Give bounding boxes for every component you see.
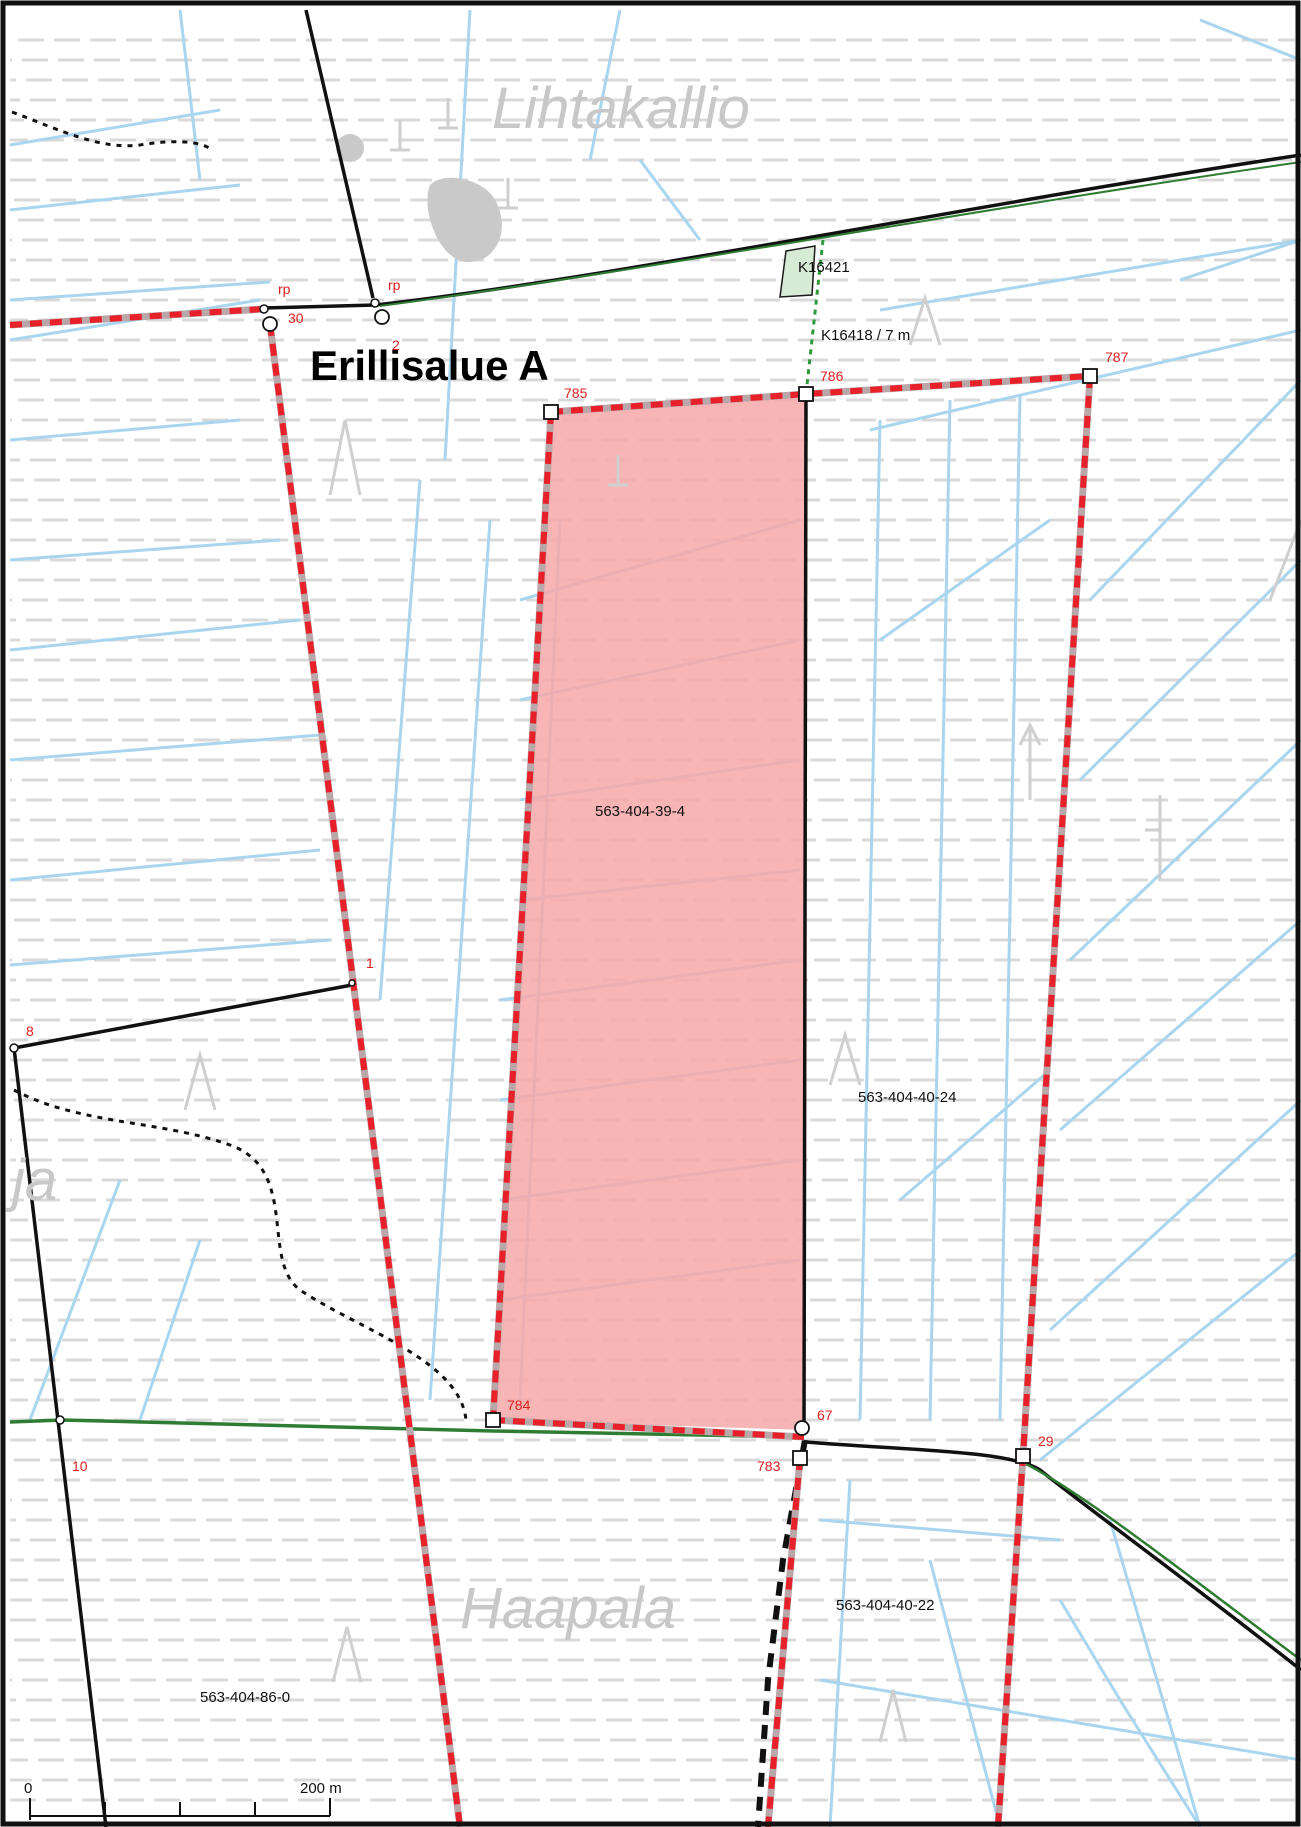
ditch bbox=[9, 618, 301, 652]
ditch bbox=[1108, 1519, 1202, 1827]
ditch bbox=[1059, 918, 1301, 1132]
place-name-lihtakallio: Lihtakallio bbox=[492, 76, 750, 141]
marker-787 bbox=[1082, 368, 1098, 384]
easement-box-label: K16421 bbox=[798, 259, 850, 276]
marker-8 bbox=[9, 1043, 19, 1053]
point-number-2: 2 bbox=[392, 337, 400, 353]
cadastral-lines bbox=[12, 9, 1301, 1827]
point-number-787: 787 bbox=[1105, 349, 1129, 365]
marker-784 bbox=[485, 1412, 501, 1428]
footpaths bbox=[11, 110, 468, 1421]
ditch bbox=[588, 9, 622, 161]
ditch bbox=[9, 848, 321, 882]
ditch bbox=[819, 1678, 1301, 1762]
ditch bbox=[998, 394, 1022, 1421]
scale-bar-start: 0 bbox=[24, 1780, 32, 1797]
marker-67 bbox=[794, 1420, 810, 1436]
point-number-30: 30 bbox=[288, 310, 304, 326]
parcel-label-southwest: 563-404-86-0 bbox=[200, 1689, 290, 1706]
marker-rp-right bbox=[370, 298, 380, 308]
scale-bar bbox=[29, 1798, 331, 1820]
marker-1 bbox=[348, 979, 356, 987]
ditch bbox=[28, 1179, 122, 1421]
ditch bbox=[9, 183, 241, 212]
ditch bbox=[1088, 378, 1301, 602]
ditch bbox=[858, 419, 882, 1421]
boundary-red bbox=[492, 1417, 805, 1440]
marsh-hatching bbox=[10, 38, 1295, 1802]
ditch bbox=[9, 938, 331, 967]
ditch bbox=[928, 1559, 1002, 1827]
point-number-29: 29 bbox=[1038, 1433, 1054, 1449]
ditch bbox=[9, 108, 221, 147]
point-number-783: 783 bbox=[757, 1458, 781, 1474]
map-symbols bbox=[183, 98, 1301, 1743]
ditch bbox=[9, 418, 241, 442]
marker-29 bbox=[1015, 1448, 1031, 1464]
ditch bbox=[9, 538, 281, 562]
ditch bbox=[178, 9, 202, 181]
place-name-fragment: ja bbox=[5, 1148, 57, 1213]
point-number-784: 784 bbox=[507, 1397, 531, 1413]
ditch bbox=[9, 280, 271, 302]
ditch bbox=[928, 399, 952, 1421]
boundary-red bbox=[267, 323, 463, 1827]
ditch bbox=[1068, 738, 1301, 962]
boundary-red bbox=[550, 373, 1091, 415]
marker-783 bbox=[792, 1450, 808, 1466]
rock-outcrop bbox=[336, 134, 502, 262]
ditch bbox=[879, 238, 1301, 312]
easement-line-label: K16418 / 7 m bbox=[821, 327, 910, 344]
marker-rp-left bbox=[259, 304, 269, 314]
point-number-rp-right: rp bbox=[388, 277, 401, 293]
ditch bbox=[1039, 1248, 1301, 1462]
boundary-markers[interactable] bbox=[9, 298, 1098, 1466]
marker-2 bbox=[374, 309, 390, 325]
ditch bbox=[1078, 558, 1301, 782]
boundary-red bbox=[9, 306, 265, 328]
ditch bbox=[879, 518, 1051, 642]
ditch bbox=[1179, 238, 1301, 282]
ditch bbox=[1058, 1599, 1202, 1827]
marker-785 bbox=[543, 404, 559, 420]
point-number-10: 10 bbox=[72, 1458, 88, 1474]
parcel-label-southeast: 563-404-40-22 bbox=[836, 1597, 934, 1614]
ditch bbox=[378, 479, 422, 1001]
marker-10 bbox=[55, 1415, 65, 1425]
parcel-label-highlight: 563-404-39-4 bbox=[595, 803, 685, 820]
ditch bbox=[428, 519, 492, 1401]
point-number-785: 785 bbox=[564, 385, 588, 401]
easement-box[interactable] bbox=[779, 245, 816, 298]
ditch bbox=[9, 733, 321, 762]
ditch bbox=[138, 1239, 202, 1421]
ditch bbox=[899, 1068, 1051, 1202]
ditch bbox=[828, 1479, 852, 1827]
point-number-8: 8 bbox=[26, 1023, 34, 1039]
boundary-red bbox=[765, 1457, 803, 1827]
map-title: Erillisalue A bbox=[310, 342, 549, 389]
highlight-parcel-area[interactable] bbox=[493, 394, 806, 1430]
place-name-haapala: Haapala bbox=[460, 1576, 676, 1641]
ditch bbox=[1048, 1098, 1301, 1332]
point-number-786: 786 bbox=[820, 368, 844, 384]
point-number-1: 1 bbox=[366, 955, 374, 971]
marker-30 bbox=[262, 316, 278, 332]
point-number-rp-left: rp bbox=[278, 281, 291, 297]
parcel-label-east: 563-404-40-24 bbox=[858, 1089, 956, 1106]
point-number-67: 67 bbox=[817, 1407, 833, 1423]
road-lines bbox=[9, 161, 1301, 1662]
scale-bar-end: 200 m bbox=[300, 1780, 342, 1797]
marker-786 bbox=[798, 386, 814, 402]
ditch bbox=[638, 159, 702, 241]
ditch bbox=[1199, 18, 1301, 62]
boundary-red bbox=[490, 411, 554, 1421]
